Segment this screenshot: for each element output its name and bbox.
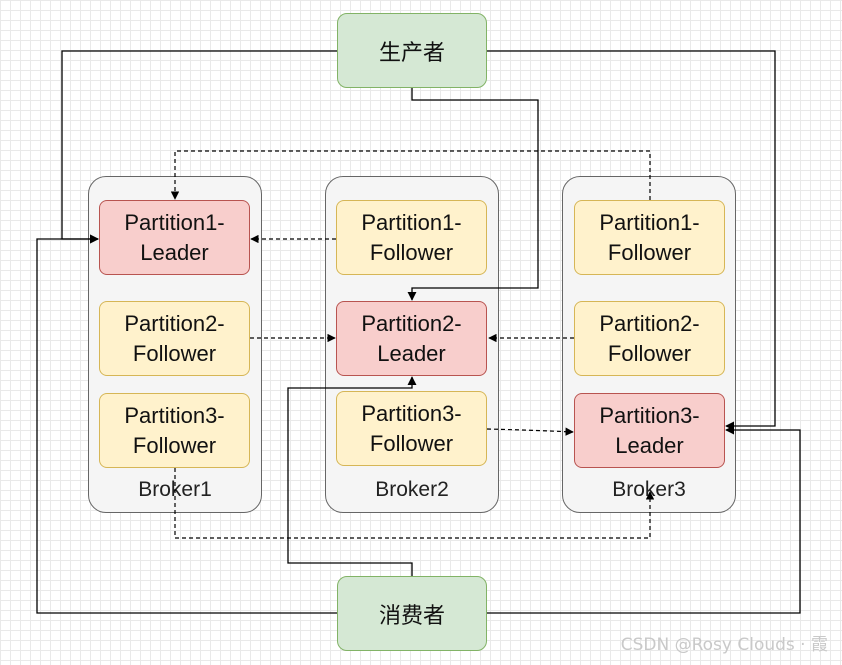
broker1-partition1-leader: Partition1- Leader [99,200,250,275]
broker2-partition2-leader: Partition2- Leader [336,301,487,376]
broker3-partition1-follower: Partition1- Follower [574,200,725,275]
broker2-partition1-follower: Partition1- Follower [336,200,487,275]
broker-3-label: Broker3 [612,478,686,501]
broker3-partition2-follower: Partition2- Follower [574,301,725,376]
p3-replication-b2-to-b3-line [486,427,574,436]
broker2-partition3-follower: Partition3- Follower [336,391,487,466]
watermark-text: CSDN @Rosy Clouds · 霞 [620,635,828,655]
consumer-node: 消费者 [337,576,487,651]
broker1-partition3-follower: Partition3- Follower [99,393,250,468]
broker3-partition3-leader: Partition3- Leader [574,393,725,468]
broker-2-label: Broker2 [375,478,449,501]
broker1-partition2-follower: Partition2- Follower [99,301,250,376]
producer-node: 生产者 [337,13,487,88]
broker-1-label: Broker1 [138,478,212,501]
